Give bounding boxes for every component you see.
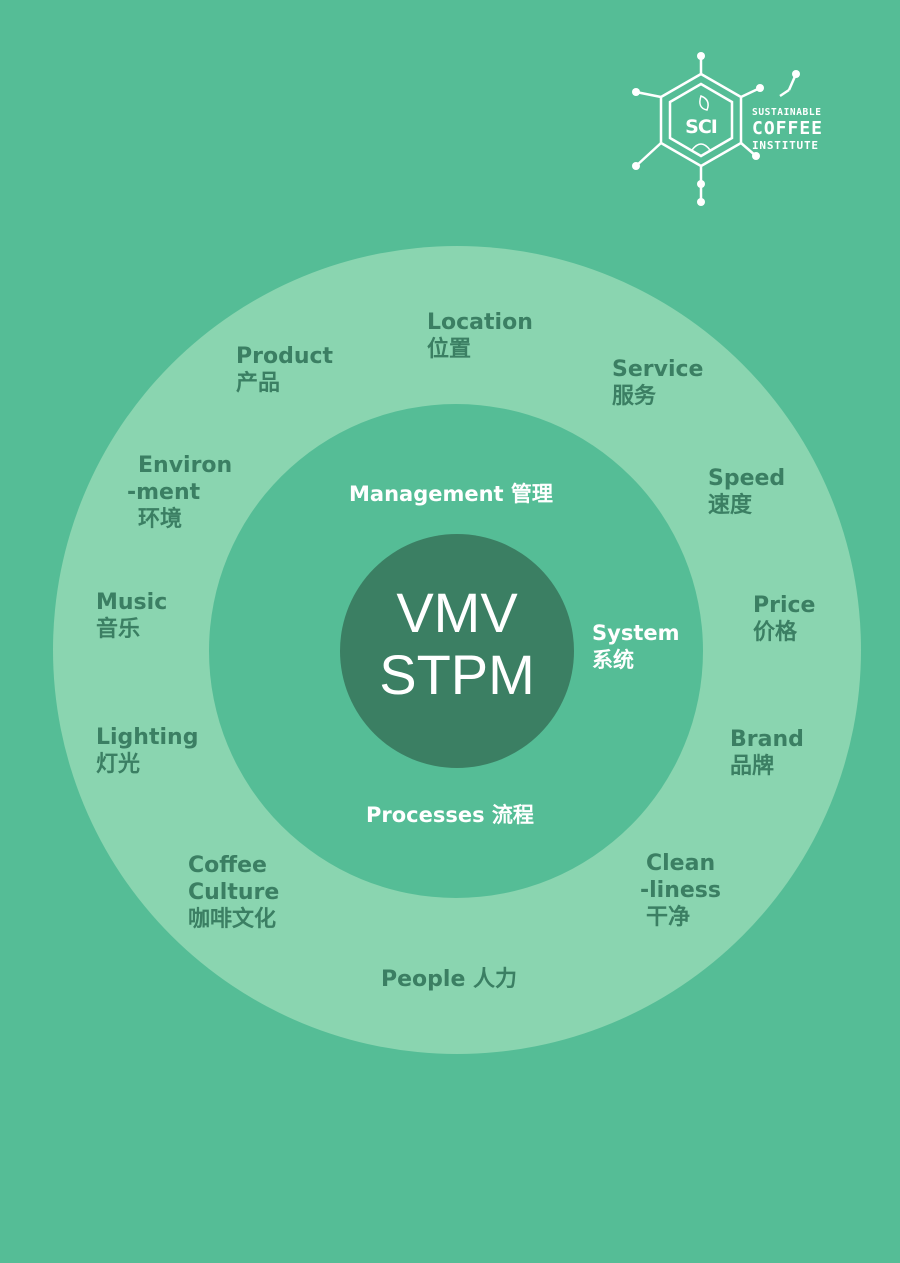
label-product-zh: 产品 <box>236 371 281 396</box>
label-environment-zh: 环境 <box>138 507 183 532</box>
sci-logo: SCI SUSTAINABLE COFFEE INSTITUTE <box>630 52 860 212</box>
label-speed-en: Speed <box>708 466 786 491</box>
label-product: Product 产品 <box>236 343 333 397</box>
logo-mark: SCI <box>685 116 718 138</box>
core-label-line-1: VMV <box>396 581 518 644</box>
logo-line-1: SUSTAINABLE <box>752 107 822 118</box>
logo-wordmark: SUSTAINABLE COFFEE INSTITUTE <box>752 108 823 151</box>
label-product-en: Product <box>236 344 334 369</box>
label-lighting-zh: 灯光 <box>96 752 141 777</box>
label-environment: Environ -ment 环境 <box>127 452 232 533</box>
label-coffee-culture-en-1: Coffee <box>188 853 267 878</box>
label-location-zh: 位置 <box>427 337 472 362</box>
label-brand-en: Brand <box>730 727 804 752</box>
label-cleanliness-en-1: Clean <box>646 851 716 876</box>
label-price: Price 价格 <box>753 592 815 646</box>
label-environment-en-1: Environ <box>138 453 233 478</box>
label-cleanliness-en-2: -liness <box>640 878 721 903</box>
label-people: People 人力 <box>381 967 518 992</box>
label-price-zh: 价格 <box>753 620 798 645</box>
label-location: Location 位置 <box>427 309 533 363</box>
label-service-zh: 服务 <box>612 384 657 409</box>
core-label: VMV STPM <box>340 582 574 706</box>
label-lighting-en: Lighting <box>96 725 199 750</box>
label-system-zh: 系统 <box>592 648 634 672</box>
logo-line-3: INSTITUTE <box>752 138 819 152</box>
label-coffee-culture-zh: 咖啡文化 <box>188 907 277 932</box>
label-service-en: Service <box>612 357 704 382</box>
label-speed: Speed 速度 <box>708 465 785 519</box>
label-music-en: Music <box>96 590 168 615</box>
label-environment-en-2: -ment <box>127 480 201 505</box>
label-price-en: Price <box>753 593 816 618</box>
logo-hexagon-icon <box>632 52 800 206</box>
label-brand-zh: 品牌 <box>730 754 775 779</box>
label-processes: Processes 流程 <box>366 803 534 827</box>
label-system: System 系统 <box>592 620 679 674</box>
core-circle <box>340 534 574 768</box>
label-coffee-culture-en-2: Culture <box>188 880 280 905</box>
label-cleanliness-zh: 干净 <box>646 905 691 930</box>
label-coffee-culture: Coffee Culture 咖啡文化 <box>188 852 279 933</box>
core-label-line-2: STPM <box>379 643 535 706</box>
label-music: Music 音乐 <box>96 589 167 643</box>
label-music-zh: 音乐 <box>96 617 141 642</box>
label-brand: Brand 品牌 <box>730 726 804 780</box>
logo-line-2: COFFEE <box>752 117 824 139</box>
label-cleanliness: Clean -liness 干净 <box>640 850 721 931</box>
label-speed-zh: 速度 <box>708 493 753 518</box>
label-management: Management 管理 <box>349 482 553 506</box>
label-lighting: Lighting 灯光 <box>96 724 198 778</box>
label-location-en: Location <box>427 310 533 335</box>
label-system-en: System <box>592 621 680 645</box>
label-service: Service 服务 <box>612 356 703 410</box>
